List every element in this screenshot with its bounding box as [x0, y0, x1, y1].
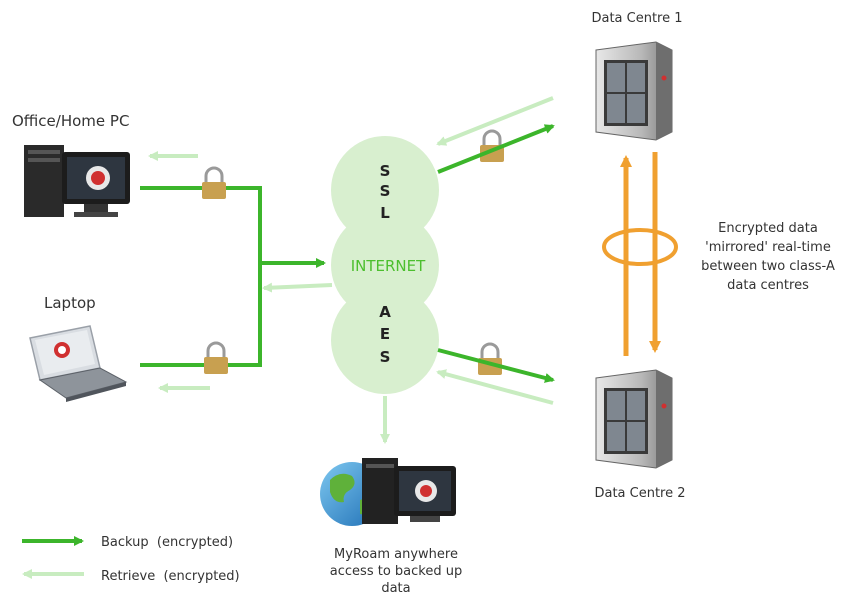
legend: Backup (encrypted) Retrieve (encrypted)	[22, 535, 240, 584]
padlock-icon-pc	[202, 166, 226, 199]
client-backup-connector	[140, 186, 326, 367]
backup-arrow-to-dc1	[437, 124, 555, 174]
retrieve-arrow-from-internet	[262, 282, 333, 293]
aes-letter-2: E	[380, 325, 390, 343]
data-centre-2-label: Data Centre 2	[594, 486, 685, 501]
mirror-note-line-2: 'mirrored' real-time	[705, 240, 831, 255]
office-pc-icon	[24, 145, 130, 217]
padlock-icon-laptop	[204, 341, 228, 374]
aes-letter-1: A	[379, 303, 391, 321]
retrieve-arrow-from-dc2	[436, 369, 554, 405]
server-icon-dc1	[595, 41, 673, 141]
internet-cloud	[331, 136, 439, 394]
laptop-icon	[29, 325, 128, 402]
ssl-letter-1: S	[380, 162, 391, 180]
laptop-label: Laptop	[44, 294, 96, 312]
mirror-note-line-1: Encrypted data	[718, 221, 818, 236]
mirror-note-line-4: data centres	[727, 278, 809, 293]
myroam-globe-pc-icon	[320, 458, 456, 526]
legend-retrieve-label: Retrieve (encrypted)	[101, 569, 240, 584]
server-icon-dc2	[595, 369, 673, 469]
internet-label: INTERNET	[351, 257, 426, 275]
mirror-note-line-3: between two class-A	[701, 259, 835, 274]
myroam-label-line-1: MyRoam anywhere	[334, 547, 458, 562]
mirroring-arrows	[602, 152, 678, 356]
ssl-letter-2: S	[380, 182, 391, 200]
backup-arrow-to-dc2	[437, 348, 555, 383]
myroam-label-line-3: data	[381, 581, 410, 596]
retrieve-arrow-from-dc1	[436, 96, 554, 146]
office-pc-label: Office/Home PC	[12, 112, 129, 130]
ssl-letter-3: L	[380, 204, 390, 222]
legend-backup-label: Backup (encrypted)	[101, 535, 233, 550]
data-centre-1-label: Data Centre 1	[591, 11, 682, 26]
aes-letter-3: S	[380, 348, 391, 366]
myroam-label-line-2: access to backed up	[330, 564, 462, 579]
